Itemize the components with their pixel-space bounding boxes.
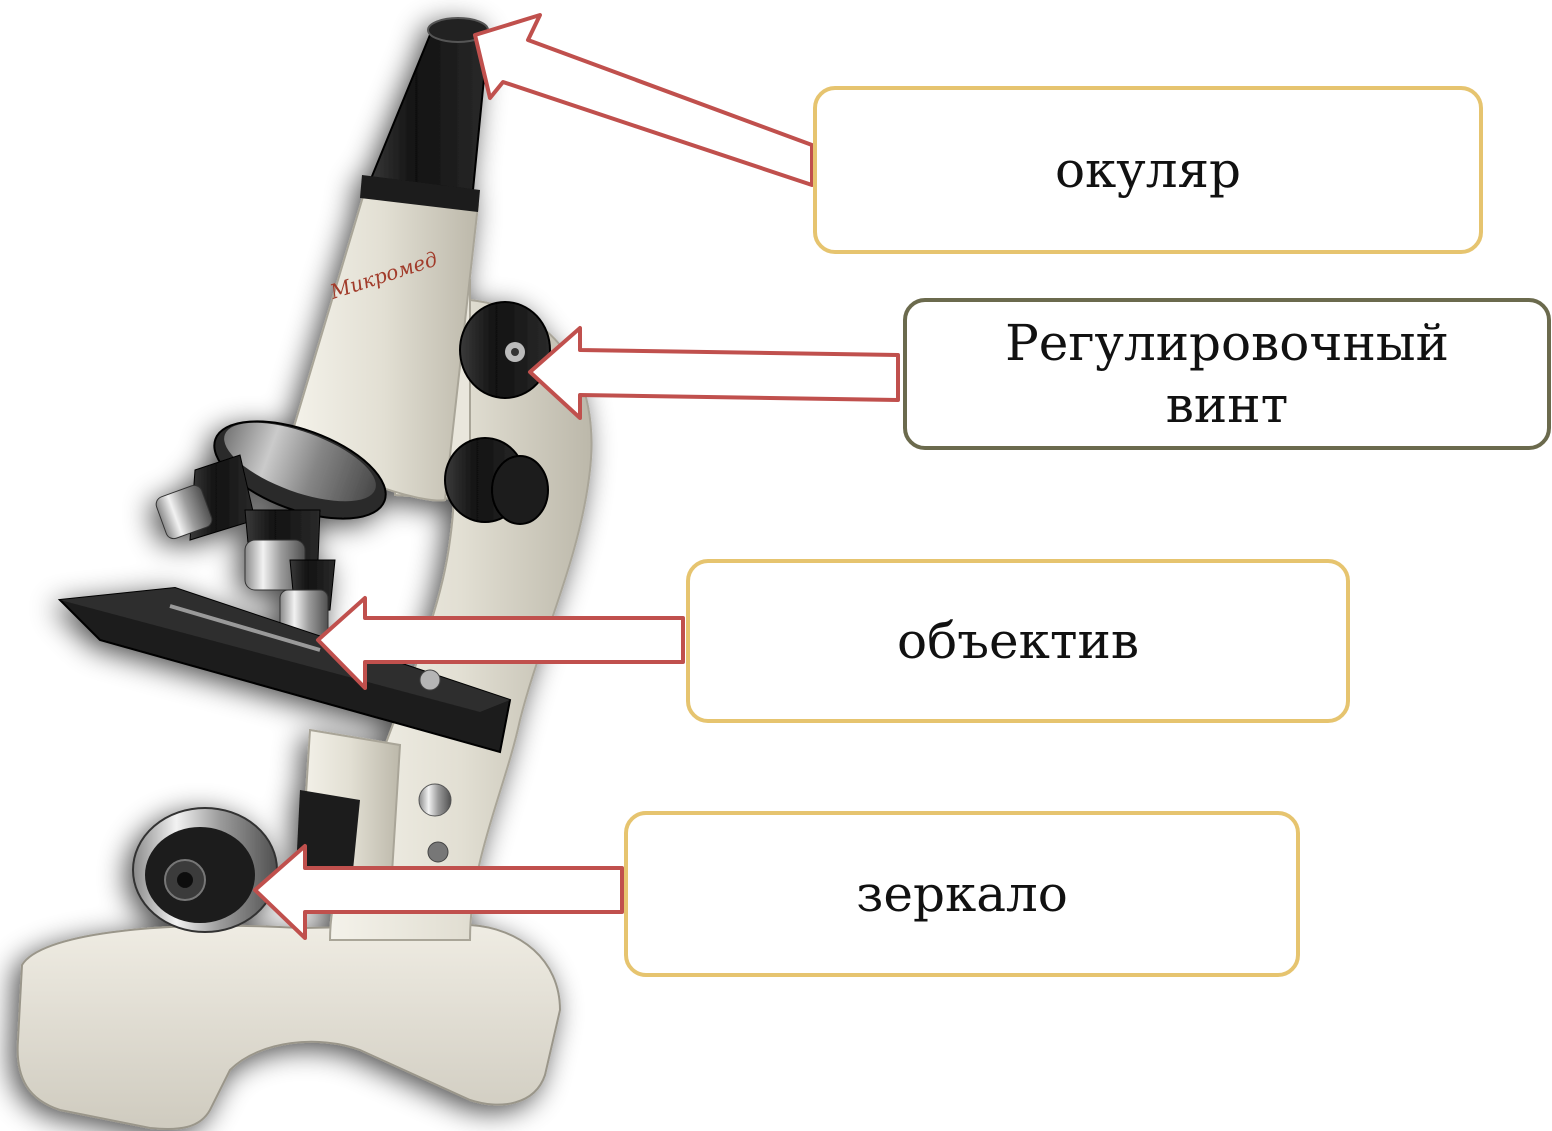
- label-eyepiece: окуляр: [813, 86, 1483, 254]
- label-mirror-text: зеркало: [856, 865, 1068, 923]
- arrow-eyepiece: [475, 15, 812, 185]
- eyepiece: [368, 20, 488, 200]
- label-screw-line1: Регулировочный: [1005, 312, 1449, 374]
- label-eyepiece-text: окуляр: [1055, 141, 1241, 199]
- coarse-focus-knob: [460, 302, 550, 398]
- label-screw-line2: винт: [1005, 374, 1449, 436]
- label-adjustment-screw: Регулировочный винт: [903, 298, 1551, 450]
- mirror: [133, 808, 277, 932]
- microscope-base: [18, 925, 560, 1129]
- label-mirror: зеркало: [624, 811, 1300, 977]
- label-objective: объектив: [686, 559, 1350, 723]
- label-objective-text: объектив: [897, 612, 1139, 670]
- microscope-image: Микромед: [18, 18, 592, 1129]
